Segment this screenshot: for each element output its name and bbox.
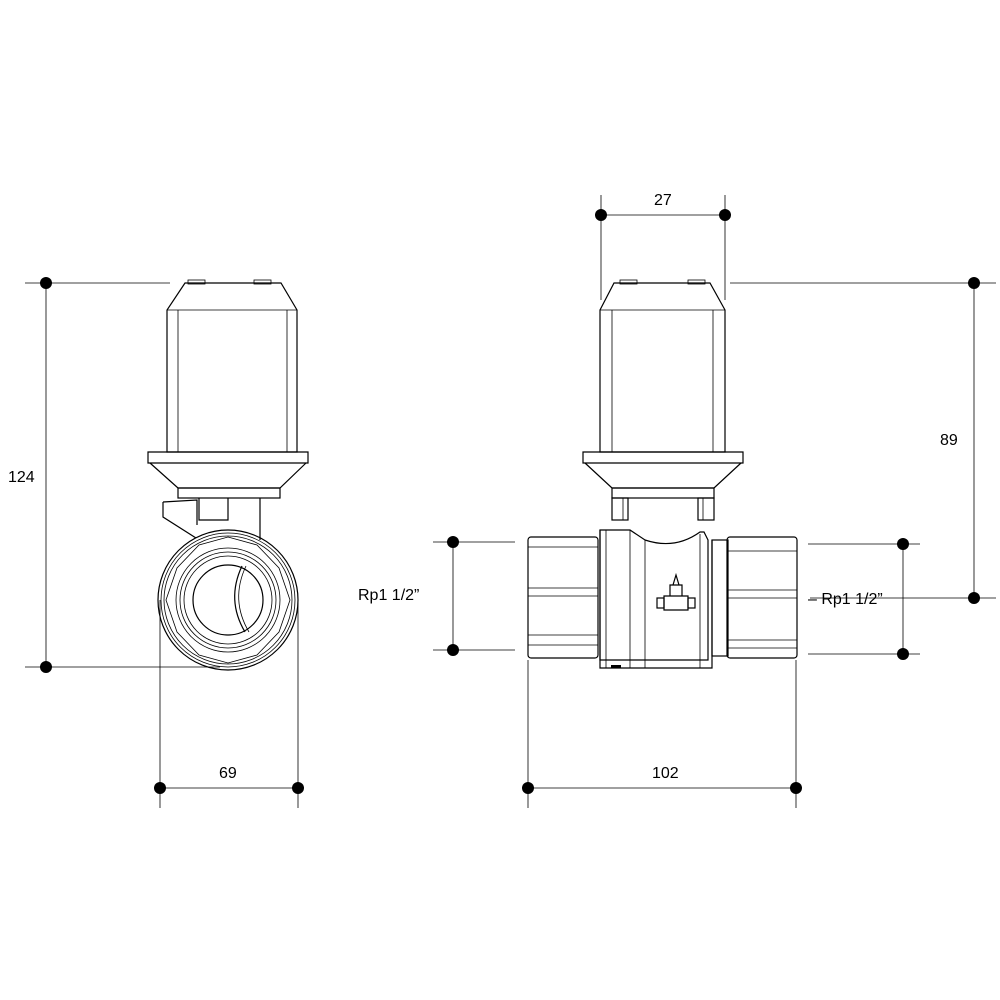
- front-view: [527, 279, 798, 669]
- dimension-length-102: 102: [522, 660, 802, 808]
- dimension-thread-left: Rp1 1/2”: [358, 536, 515, 656]
- dim-label-102: 102: [652, 765, 679, 782]
- dim-label-69: 69: [219, 765, 237, 782]
- dimension-height-124: 124: [8, 277, 220, 673]
- dimension-thread-right: – Rp1 1/2”: [808, 538, 920, 660]
- dim-label-27: 27: [654, 192, 672, 209]
- dimension-height-89: 89: [730, 277, 996, 604]
- dimension-width-69: 69: [154, 600, 304, 808]
- side-view: [147, 279, 309, 671]
- dim-label-124: 124: [8, 469, 35, 486]
- dim-label-thread-right: – Rp1 1/2”: [808, 591, 883, 608]
- dim-label-thread-left: Rp1 1/2”: [358, 587, 419, 604]
- dimension-width-27: 27: [595, 192, 731, 300]
- dim-label-89: 89: [940, 432, 958, 449]
